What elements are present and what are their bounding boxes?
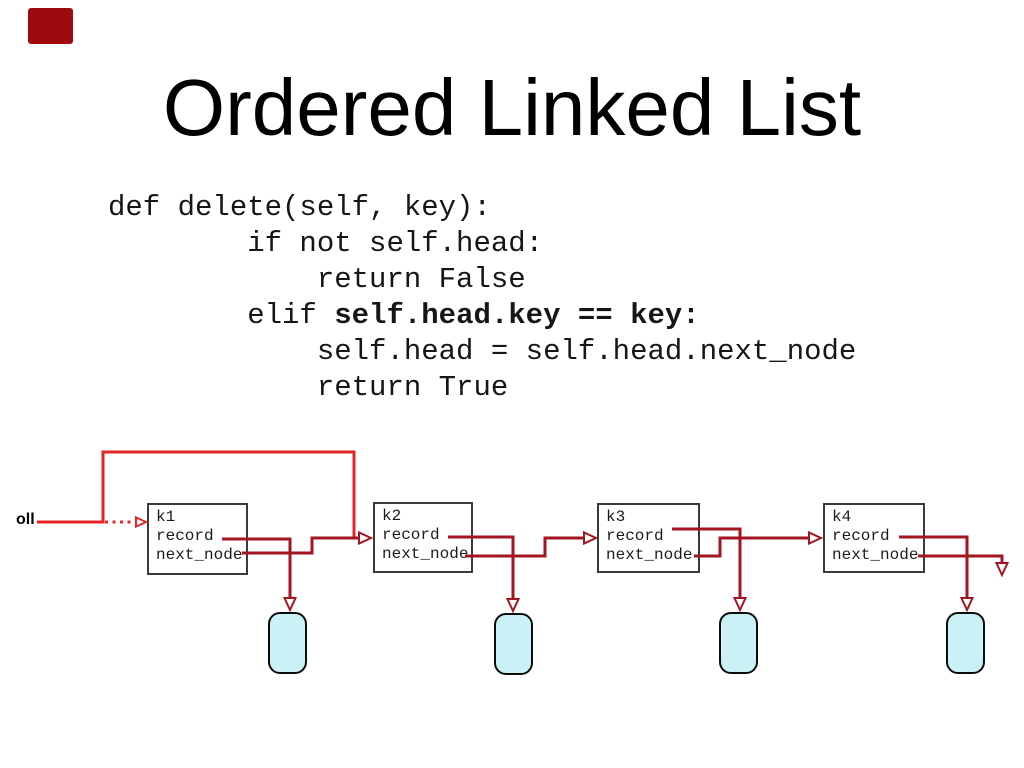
node-field-record: record <box>156 527 214 545</box>
code-line: elif self.head.key == key: <box>108 299 700 332</box>
data-blob <box>946 612 985 674</box>
data-blob <box>494 613 533 675</box>
arrowhead-down <box>959 597 975 613</box>
code-block: def delete(self, key): if not self.head:… <box>108 190 856 406</box>
node-field-next: next_node <box>832 546 919 564</box>
data-blob <box>268 612 307 674</box>
pointer-line <box>694 536 809 558</box>
arrowhead-right <box>808 530 824 546</box>
node-field-record: record <box>832 527 890 545</box>
pointer-line <box>918 554 1004 563</box>
node-title: k1 <box>156 508 176 526</box>
code-line: if not self.head: <box>108 227 544 260</box>
data-blob <box>719 612 758 674</box>
node-field-next: next_node <box>382 545 469 563</box>
node-title: k2 <box>382 507 402 525</box>
arrowhead-down <box>732 597 748 613</box>
code-line: return True <box>108 371 509 404</box>
slide-title: Ordered Linked List <box>162 63 862 152</box>
arrowhead-down <box>994 562 1010 578</box>
node-field-next: next_node <box>606 546 693 564</box>
pointer-line <box>242 536 359 555</box>
arrowhead-right <box>135 515 149 529</box>
node-field-record: record <box>606 527 664 545</box>
code-line: return False <box>108 263 526 296</box>
arrowhead-right <box>583 530 599 546</box>
arrowhead-right <box>358 530 374 546</box>
node-title: k4 <box>832 508 852 526</box>
node-field-next: next_node <box>156 546 243 564</box>
node-title: k3 <box>606 508 626 526</box>
arrowhead-down <box>505 598 521 614</box>
code-line: self.head = self.head.next_node <box>108 335 857 368</box>
node-field-record: record <box>382 526 440 544</box>
head-pointer-label: oll <box>16 511 35 528</box>
red-marker <box>28 8 73 44</box>
code-line: def delete(self, key): <box>108 191 491 224</box>
arrowhead-down <box>282 597 298 613</box>
pointer-line <box>465 536 584 558</box>
